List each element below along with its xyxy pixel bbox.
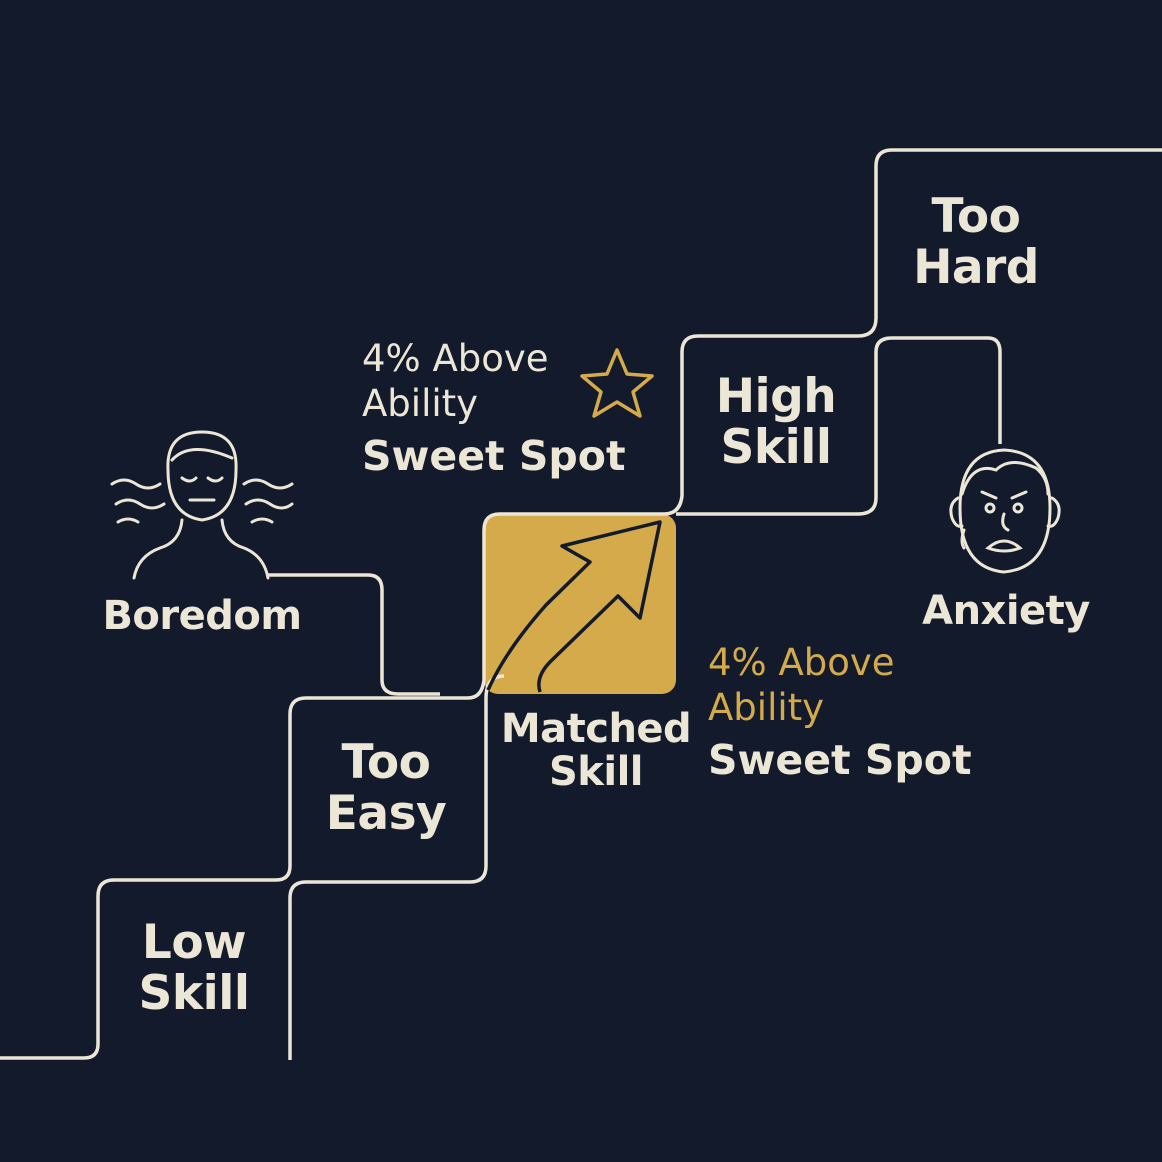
annotation-lower: 4% Above Ability Sweet Spot xyxy=(708,640,972,784)
annotation-lower-line2: Ability xyxy=(708,686,825,730)
annotation-upper-line1: 4% Above xyxy=(362,337,549,380)
staircase-top-edge xyxy=(676,336,1002,516)
annotation-upper: 4% Above Ability Sweet Spot xyxy=(362,336,626,480)
staircase-outline-lower xyxy=(288,674,505,1060)
step-too-hard-line1: Too xyxy=(931,189,1021,244)
staircase-outline xyxy=(0,148,1162,1060)
step-too-easy-line2: Easy xyxy=(325,785,447,841)
step-high-skill: High Skill xyxy=(706,369,846,475)
step-too-hard: Too Hard xyxy=(906,189,1046,295)
annotation-upper-line2: Ability xyxy=(362,382,479,426)
step-matched-skill-line1: Matched xyxy=(500,706,692,752)
annotation-lower-bold: Sweet Spot xyxy=(708,736,972,785)
step-low-skill-line1: Low xyxy=(141,915,247,970)
anxious-face-icon xyxy=(949,448,1061,574)
step-too-easy-line1: Too xyxy=(341,735,431,790)
matched-skill-highlight xyxy=(484,514,676,694)
state-boredom: Boredom xyxy=(102,593,302,639)
step-too-easy: Too Easy xyxy=(306,735,466,841)
annotation-upper-bold: Sweet Spot xyxy=(362,432,626,481)
step-low-skill-line2: Skill xyxy=(138,965,250,1021)
step-high-skill-line1: High xyxy=(715,369,837,424)
step-high-skill-line2: Skill xyxy=(720,419,832,475)
step-low-skill: Low Skill xyxy=(114,915,274,1021)
star-icon xyxy=(580,348,654,418)
state-anxiety: Anxiety xyxy=(922,588,1090,634)
bored-face-icon xyxy=(110,430,294,580)
up-arrow-icon xyxy=(486,520,662,693)
boredom-ledge xyxy=(268,573,440,696)
annotation-lower-line1: 4% Above xyxy=(708,641,895,684)
step-matched-skill: Matched Skill xyxy=(496,706,696,796)
step-too-hard-line2: Hard xyxy=(913,239,1039,295)
step-matched-skill-line2: Skill xyxy=(548,749,644,796)
